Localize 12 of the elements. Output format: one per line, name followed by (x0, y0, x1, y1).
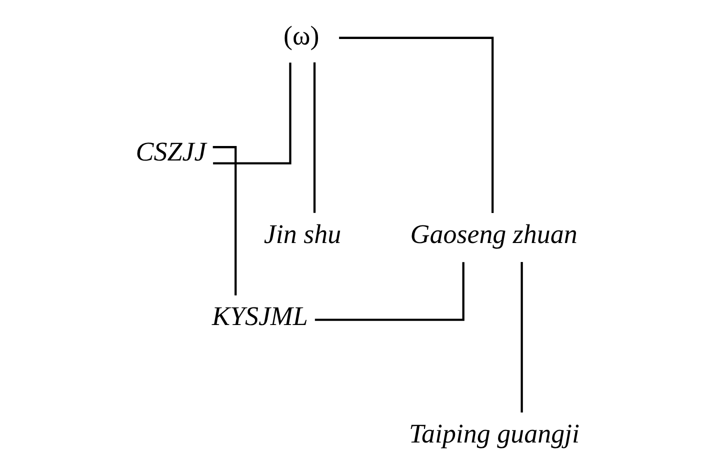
connector (212, 146, 237, 296)
connector (339, 36, 494, 214)
connector (520, 262, 523, 412)
node-text: KYSJML (212, 301, 308, 332)
connector (213, 62, 292, 164)
node-text: (ω) (283, 20, 320, 51)
node-text: Gaoseng zhuan (410, 218, 578, 249)
connector (314, 262, 464, 321)
node-text: CSZJJ (136, 136, 206, 167)
connector (313, 62, 316, 213)
node-text: Taiping guangji (408, 418, 580, 449)
node-text: Jin shu (264, 218, 342, 249)
